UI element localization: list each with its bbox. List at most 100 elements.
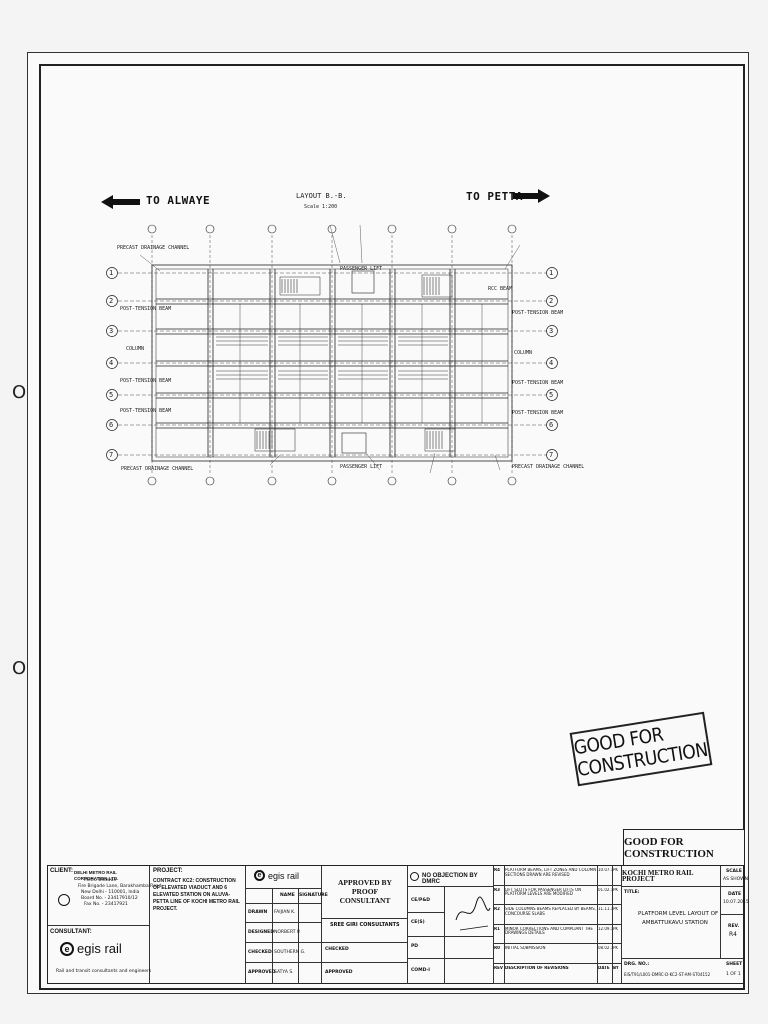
plan-label-inner: PASSENGER LIFT (340, 266, 383, 272)
row-number: 1 (109, 269, 114, 277)
row-number: 3 (109, 327, 114, 335)
rev-value: R4 (729, 931, 737, 938)
dmrc-row: CE/P&D (411, 898, 430, 903)
role-name: NORBERT P. (274, 930, 301, 935)
dmrc-logo-icon (410, 872, 419, 881)
egis-logo-icon: e (254, 870, 265, 881)
plan-label-right: POST-TENSION BEAM (512, 380, 564, 386)
row-number: 3 (549, 327, 554, 335)
plan-label-left: PRECAST DRAINAGE CHANNEL (121, 466, 194, 472)
revision-description: INITIAL SUBMISSION (505, 946, 546, 951)
date-label: DATE (728, 892, 742, 897)
client-address: New Delhi - 110001, India (81, 890, 140, 895)
gfc-header: GOOD FOR CONSTRUCTION (623, 829, 745, 865)
client-phone: Board No. - 23417910/12 (81, 896, 138, 901)
approved-by-proof: APPROVED BY PROOF CONSULTANT (338, 878, 392, 905)
plan-label-right: POST-TENSION BEAM (512, 310, 564, 316)
revision-number: REV (494, 966, 503, 970)
consultant-label: CONSULTANT: (50, 929, 92, 935)
revision-row: R1 MINOR CORRECTIONS AND COMPLIANT THE DR… (493, 924, 621, 945)
plan-label-left: POST-TENSION BEAM (120, 408, 172, 414)
role-name: FAIJIAN K. (274, 910, 296, 915)
punch-hole: O (12, 658, 27, 679)
row-number: 6 (109, 421, 114, 429)
egis-logo-icon: e (60, 942, 74, 956)
revision-by: BY (613, 966, 619, 970)
layout-title: LAYOUT B.-B. (296, 192, 347, 200)
drawing-number: EIS/T91/L001-DMRC-D-KC2-ST-AM-ST04152 (624, 972, 711, 977)
revision-number: R3 (494, 887, 500, 892)
drawing-number-label: DRG. NO.: (624, 962, 650, 967)
arrow-left-shaft (112, 199, 140, 205)
scale-note: Scale 1:200 (304, 204, 338, 210)
dmrc-row: COMD-I (411, 968, 430, 973)
sheet-value: 1 OF 1 (726, 972, 741, 977)
revision-number: R4 (494, 868, 500, 872)
row-number: 7 (549, 451, 554, 459)
checked-label: CHECKED (325, 947, 349, 952)
title-block: CLIENT: DELHI METRO RAIL CORPORATION LTD… (47, 865, 749, 984)
drawing-frame (39, 64, 745, 990)
revision-number: R1 (494, 926, 500, 931)
punch-hole: O (12, 382, 27, 403)
consultant-tagline: Rail and transit consultants and enginee… (56, 969, 152, 974)
plan-label-right: PRECAST DRAINAGE CHANNEL (512, 464, 585, 470)
drawing-title-line1: PLATFORM LEVEL LAYOUT OF (638, 911, 719, 917)
plan-label-right: RCC BEAM (488, 286, 513, 292)
kochi-project-title: KOCHI METRO RAIL PROJECT (622, 866, 721, 887)
dmrc-row: PD (411, 944, 419, 949)
revision-date: DATE (598, 966, 610, 970)
row-number: 4 (109, 359, 114, 367)
approved-label: APPROVED (325, 970, 353, 975)
dmrc-row: CE(S) (411, 920, 425, 925)
drawing-title-line2: AMBATTUKAVU STATION (642, 920, 708, 926)
row-number: 2 (549, 297, 554, 305)
revisions-table (494, 866, 622, 984)
no-objection-label: NO OBJECTION BY DMRC (422, 873, 478, 885)
plan-label-left: POST-TENSION BEAM (120, 378, 172, 384)
role-label: DRAWN (248, 910, 268, 915)
egis-logo: e egis rail (254, 870, 299, 881)
row-number: 6 (549, 421, 554, 429)
revision-row: R3 LIFT SLOTS FOR PASSENGER LIFTS ON PLAT… (493, 885, 621, 906)
plan-label-left: COLUMN (126, 346, 145, 352)
role-label: CHECKED (248, 950, 272, 955)
revision-description: LIFT SLOTS FOR PASSENGER LIFTS ON PLATFO… (505, 887, 582, 897)
revision-description: DESCRIPTION OF REVISIONS (505, 966, 569, 970)
revision-date: 11.11.14 (598, 907, 613, 912)
revision-by: PK (613, 926, 619, 931)
client-label: CLIENT: (50, 868, 73, 874)
sheet-label: SHEET (726, 962, 743, 967)
revision-number: R0 (494, 946, 500, 951)
revision-by: PK (613, 907, 619, 912)
row-number: 2 (109, 297, 114, 305)
consultant-cell: CONSULTANT: e egis rail Rail and transit… (48, 926, 152, 984)
plan-label-left: PRECAST DRAINAGE CHANNEL (117, 245, 190, 251)
dmrc-cell: NO OBJECTION BY DMRC CE/P&D CE(S) PD COM… (408, 866, 494, 984)
role-label: APPROVED (248, 970, 276, 975)
client-address: Metro Bhawan (84, 878, 117, 883)
proof-consultant-cell: APPROVED BY PROOF CONSULTANT SREE GIRI C… (322, 866, 408, 984)
revision-date: 01.02.15 (598, 887, 613, 892)
revision-date: 10.07.15 (598, 868, 613, 872)
role-name: SOUTHERN G. (274, 950, 306, 955)
scale-value: AS SHOWN (723, 877, 748, 882)
plan-label-right: COLUMN (514, 350, 533, 356)
role-label: DESIGNED (248, 930, 274, 935)
revision-date: 08.02.14 (598, 946, 613, 951)
signature-col-header: SIGNATURE (299, 893, 328, 898)
revision-description: MINOR CORRECTIONS AND COMPLIANT THE DRAW… (505, 926, 593, 936)
title-label: TITLE: (624, 890, 640, 895)
dmrc-signature (455, 896, 491, 931)
client-fax: Fax No. - 23417921 (84, 902, 128, 907)
revision-description: SIDE COLUMNS BEAMS REPLACED BY BEAMS, CO… (505, 907, 596, 916)
row-number: 5 (549, 391, 554, 399)
arrow-right-icon (538, 189, 550, 203)
dmrc-logo-icon (58, 894, 70, 906)
project-label: PROJECT: (153, 868, 183, 874)
rev-label: REV. (728, 924, 740, 929)
egis-header: egis rail (268, 870, 300, 881)
